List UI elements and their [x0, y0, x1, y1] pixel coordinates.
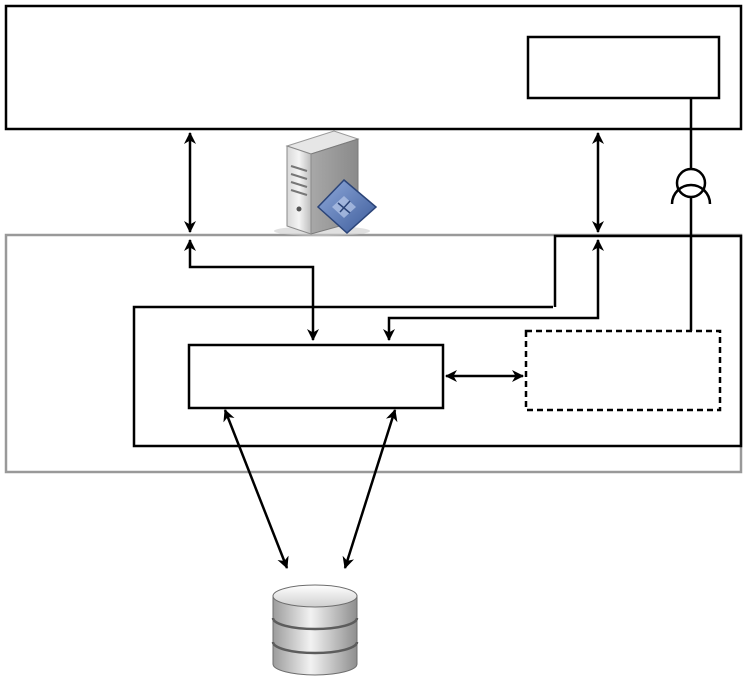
connector-db-left [223, 409, 289, 569]
top-inner-box [526, 35, 721, 100]
inner-frame-box [132, 234, 743, 448]
central-component-box [187, 343, 445, 410]
optional-dashed-box [524, 329, 722, 412]
connector-left-elbow [184, 239, 319, 341]
database-icon [271, 584, 359, 676]
connector-right-elbow [383, 239, 604, 341]
connector-db-right [342, 409, 398, 569]
server-icon [274, 130, 378, 236]
